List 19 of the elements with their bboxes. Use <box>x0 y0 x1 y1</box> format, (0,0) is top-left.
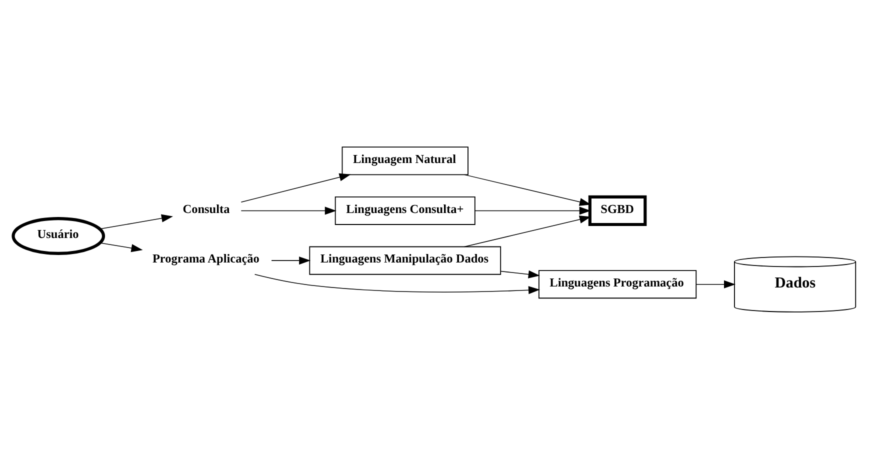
arrow <box>696 280 736 288</box>
node-ellipse: Usuário <box>12 217 106 255</box>
arrow <box>99 242 143 252</box>
arrow <box>240 173 351 203</box>
node-text: Programa Aplicação <box>152 252 260 266</box>
arrow <box>240 206 336 215</box>
arrow <box>474 206 591 215</box>
arrow <box>500 270 540 278</box>
node-box: Linguagens Programação <box>538 270 697 299</box>
node-box: Linguagem Natural <box>342 146 468 176</box>
node-box: SGBD <box>588 195 647 226</box>
arrow <box>254 274 540 294</box>
node-box: Linguagens Consulta+ <box>334 196 476 225</box>
arrow <box>271 256 311 265</box>
arrow <box>464 216 592 248</box>
arrow <box>99 214 174 230</box>
arrow <box>464 174 592 206</box>
node-box: Linguagens Manipulação Dados <box>309 246 502 275</box>
node-text: Consulta <box>182 202 230 216</box>
